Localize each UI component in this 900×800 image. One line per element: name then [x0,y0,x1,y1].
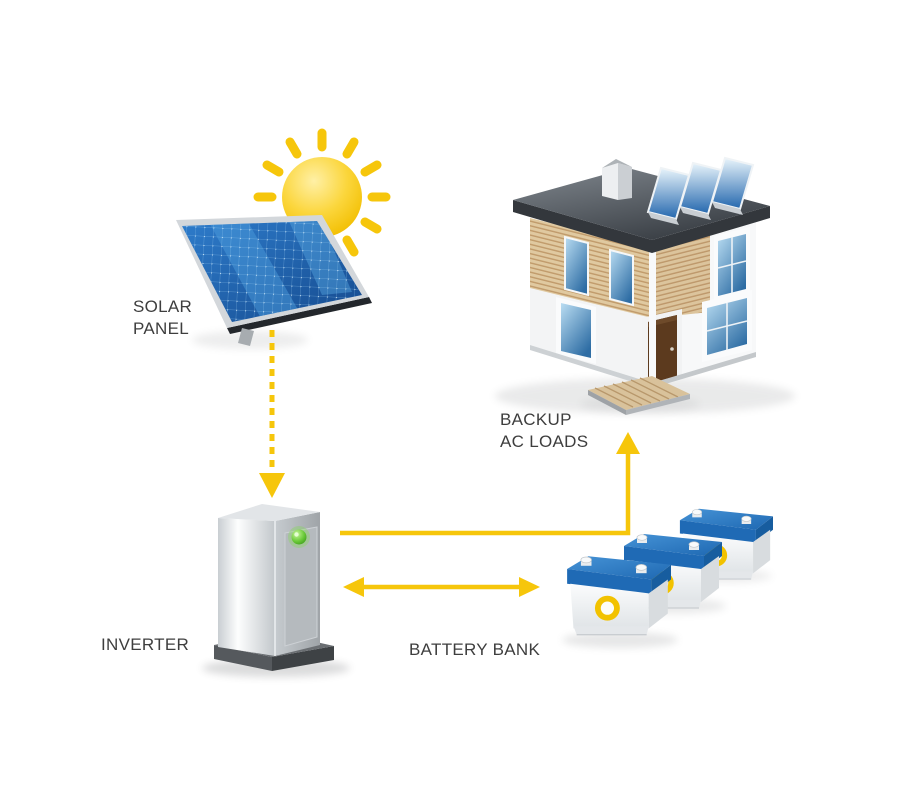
backup-ac-loads-label: BACKUP AC LOADS [500,409,588,453]
backup-ac-loads-label-line2: AC LOADS [500,431,589,451]
roof-solar-panels [646,156,755,225]
inverter-led [288,526,310,548]
battery-bank-label: BATTERY BANK [409,640,541,659]
inverter-to-house-arrow [340,432,640,536]
inverter-battery-arrow [343,577,540,597]
inverter-label: INVERTER [101,635,190,654]
chimney [602,159,632,200]
solar-to-inverter-arrow [259,330,285,498]
solar-panel-label: SOLAR PANEL [133,296,192,340]
solar-panel-label-line2: PANEL [133,318,189,338]
backup-ac-loads-label-line1: BACKUP [500,410,572,429]
house-right-wall [642,222,756,389]
inverter-illustration [214,504,334,671]
solar-panel-label-line1: SOLAR [133,297,193,316]
battery-front [567,556,671,634]
house-roof [513,156,770,253]
house-ramp [588,376,690,415]
house-illustration [513,156,770,415]
solar-panel-illustration [176,215,372,346]
battery-bank-illustration [567,509,773,635]
